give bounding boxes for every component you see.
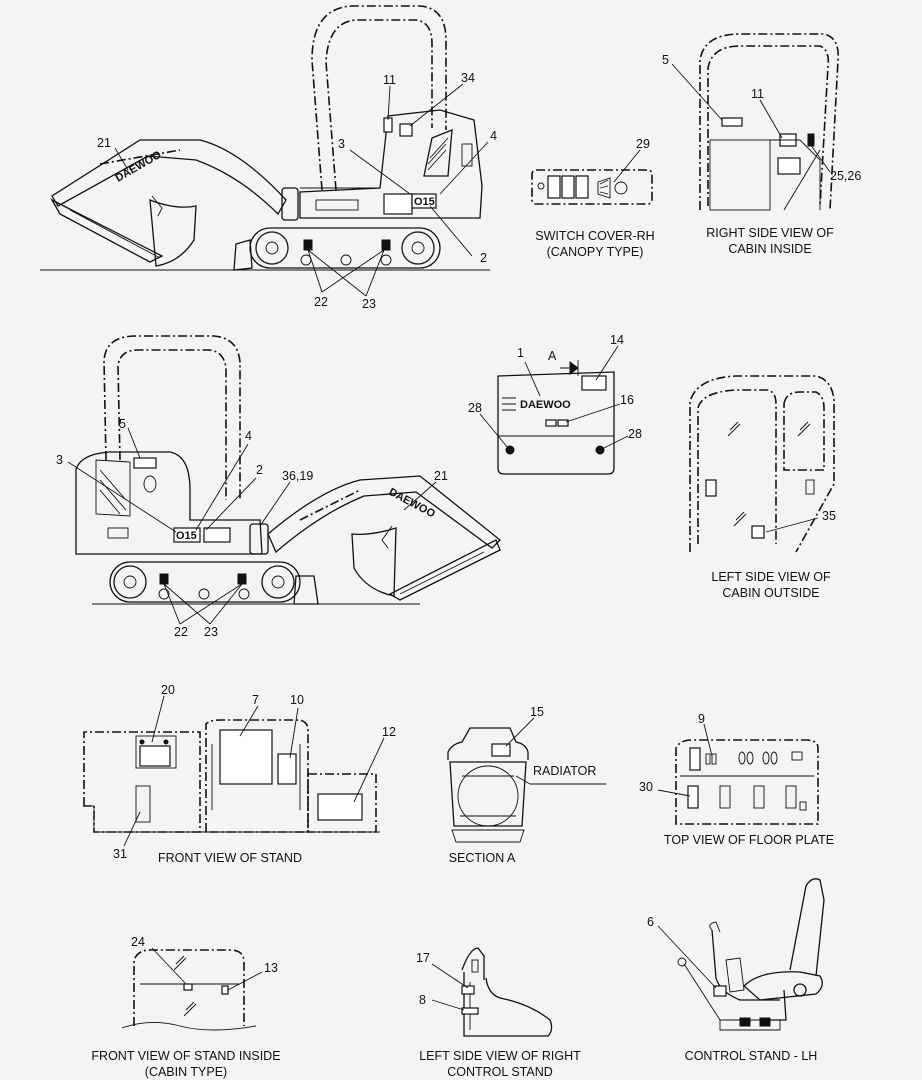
caption-control-stand: CONTROL STAND xyxy=(447,1065,553,1079)
callout-2: 2 xyxy=(256,463,263,477)
hood-plate-view: DAEWOO xyxy=(479,345,629,475)
callout-13: 13 xyxy=(264,961,278,975)
section-a-view xyxy=(447,717,606,843)
callout-15: 15 xyxy=(530,705,544,719)
control-stand-lh-view xyxy=(657,878,825,1031)
callout-20: 20 xyxy=(161,683,175,697)
callout-3: 3 xyxy=(56,453,63,467)
model-badge-top: O15 xyxy=(414,196,435,208)
brand-hood: DAEWOO xyxy=(520,399,571,411)
callout-22: 22 xyxy=(314,295,328,309)
callouts-top-excavator: 11 34 21 3 4 2 22 23 xyxy=(97,71,497,311)
front-stand-view xyxy=(83,695,385,847)
cabin-outside-view xyxy=(689,375,835,553)
callout-14: 14 xyxy=(610,333,624,347)
callouts-side-excavator: 5 4 3 2 36,19 21 22 23 xyxy=(56,417,448,639)
caption-cabin-type: (CABIN TYPE) xyxy=(145,1065,227,1079)
callout-2: 2 xyxy=(480,251,487,265)
callout-22: 22 xyxy=(174,625,188,639)
brand-boom-top: DAEWOO xyxy=(114,149,164,185)
callout-36-19: 36,19 xyxy=(282,469,313,483)
callout-23: 23 xyxy=(204,625,218,639)
callout-21: 21 xyxy=(97,136,111,150)
callout-11: 11 xyxy=(383,73,396,87)
callout-34: 34 xyxy=(461,71,475,85)
callout-31: 31 xyxy=(113,847,127,861)
callout-8: 8 xyxy=(419,993,426,1007)
callout-25-26: 25,26 xyxy=(830,169,861,183)
callout-5: 5 xyxy=(662,53,669,67)
leaders-top-excavator xyxy=(114,83,489,297)
callout-35: 35 xyxy=(822,509,836,523)
caption-front-stand: FRONT VIEW OF STAND xyxy=(158,851,302,865)
stand-inside-view xyxy=(121,947,263,1031)
cabin-inside-view xyxy=(671,33,840,211)
caption-cabin-inside: CABIN INSIDE xyxy=(728,242,811,256)
callout-5: 5 xyxy=(119,417,126,431)
callout-1: 1 xyxy=(517,346,524,360)
callout-28: 28 xyxy=(468,401,482,415)
right-control-stand-view xyxy=(431,947,553,1037)
caption-section-a: SECTION A xyxy=(449,851,516,865)
callout-28: 28 xyxy=(628,427,642,441)
callout-17: 17 xyxy=(416,951,430,965)
caption-left-side: LEFT SIDE VIEW OF xyxy=(711,570,831,584)
callout-23: 23 xyxy=(362,297,376,311)
caption-canopy-type: (CANOPY TYPE) xyxy=(547,245,644,259)
model-badge-side: O15 xyxy=(176,530,197,542)
radiator-label: RADIATOR xyxy=(533,764,596,778)
callout-24: 24 xyxy=(131,935,145,949)
callout-4: 4 xyxy=(245,429,252,443)
caption-switch-cover: SWITCH COVER-RH xyxy=(535,229,654,243)
caption-right-control: LEFT SIDE VIEW OF RIGHT xyxy=(419,1049,581,1063)
caption-control-lh: CONTROL STAND - LH xyxy=(685,1049,818,1063)
callout-6: 6 xyxy=(647,915,654,929)
section-mark-a: A xyxy=(548,349,557,363)
callout-16: 16 xyxy=(620,393,634,407)
callout-10: 10 xyxy=(290,693,304,707)
callout-9: 9 xyxy=(698,712,705,726)
callout-30: 30 xyxy=(639,780,653,794)
caption-right-side: RIGHT SIDE VIEW OF xyxy=(706,226,834,240)
caption-cabin-outside: CABIN OUTSIDE xyxy=(722,586,819,600)
switch-cover-view xyxy=(531,149,653,205)
leaders-side-excavator xyxy=(67,427,437,625)
callout-11: 11 xyxy=(751,87,764,101)
callout-29: 29 xyxy=(636,137,650,151)
callout-7: 7 xyxy=(252,693,259,707)
callout-4: 4 xyxy=(490,129,497,143)
callout-12: 12 xyxy=(382,725,396,739)
caption-floor-plate: TOP VIEW OF FLOOR PLATE xyxy=(664,833,834,847)
callout-21: 21 xyxy=(434,469,448,483)
floor-plate-view xyxy=(657,723,819,825)
callout-3: 3 xyxy=(338,137,345,151)
caption-stand-inside: FRONT VIEW OF STAND INSIDE xyxy=(91,1049,280,1063)
